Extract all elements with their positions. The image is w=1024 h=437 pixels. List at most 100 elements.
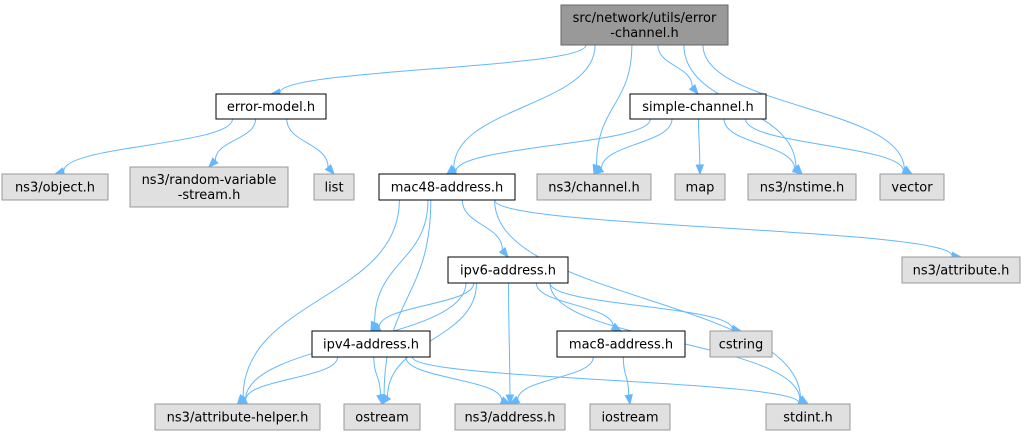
node-label: list	[324, 181, 343, 196]
node-box	[709, 330, 773, 358]
edge-mac48-to-ostream	[383, 199, 432, 396]
edge-simple_channel-to-vector	[745, 118, 904, 172]
edge-ipv4-to-stdint	[411, 356, 800, 404]
node-box	[129, 166, 289, 208]
edge-mac8-to-iostream	[622, 356, 630, 396]
node-label: vector	[891, 181, 933, 196]
node-label: ipv6-address.h	[460, 264, 556, 279]
node-ns3-random: ns3/random-variable-stream.h	[129, 166, 289, 208]
node-box	[560, 4, 729, 46]
node-label: stdint.h	[783, 411, 832, 426]
node-label: ns3/attribute.h	[913, 264, 1010, 279]
edge-mac48-to-ipv4	[374, 199, 429, 323]
node-box	[447, 256, 569, 284]
node-ostream: ostream	[343, 403, 421, 431]
node-box	[154, 403, 321, 431]
arrowhead-icon	[498, 246, 509, 259]
edge-mac48-to-stdint	[494, 199, 801, 400]
arrowhead-icon	[376, 393, 385, 406]
node-box	[1, 173, 109, 201]
node-box	[556, 330, 686, 358]
arrowhead-icon	[324, 164, 335, 176]
node-cstring: cstring	[709, 330, 773, 358]
edges-layer	[53, 44, 963, 408]
node-label: ns3/attribute-helper.h	[167, 411, 309, 426]
node-box	[343, 403, 421, 431]
edge-error_model-to-ns3_random	[214, 118, 256, 161]
node-ns3-object: ns3/object.h	[1, 173, 109, 201]
node-iostream: iostream	[589, 403, 671, 431]
node-label: mac48-address.h	[391, 181, 503, 196]
edge-ipv6-to-ns3_address	[508, 282, 511, 396]
edge-simple_channel-to-mac48	[455, 118, 651, 172]
node-label: -channel.h	[610, 26, 679, 41]
node-ns3-attribute: ns3/attribute.h	[901, 256, 1021, 284]
node-label: ns3/channel.h	[548, 181, 639, 196]
node-ns3-attr-helper: ns3/attribute-helper.h	[154, 403, 321, 431]
node-box	[215, 93, 327, 120]
arrowhead-icon	[695, 164, 705, 176]
arrowhead-icon	[208, 157, 219, 168]
node-stdint: stdint.h	[765, 403, 851, 431]
node-box	[765, 403, 851, 431]
edge-mac8-to-ns3_address	[517, 356, 594, 400]
edge-root-to-simple_channel	[657, 44, 693, 88]
arrowhead-icon	[791, 165, 804, 175]
node-label: -stream.h	[178, 188, 241, 203]
node-error-model[interactable]: error-model.h	[215, 93, 327, 120]
node-ipv6[interactable]: ipv6-address.h	[447, 256, 569, 284]
node-ns3-channel: ns3/channel.h	[536, 173, 652, 201]
node-box	[311, 330, 431, 358]
node-ns3-nstime: ns3/nstime.h	[747, 173, 857, 201]
node-label: ns3/address.h	[464, 411, 555, 426]
arrowhead-icon	[505, 394, 515, 406]
node-label: map	[686, 181, 715, 196]
node-label: ipv4-address.h	[323, 338, 419, 353]
node-ns3-address: ns3/address.h	[454, 403, 566, 431]
node-label: cstring	[719, 338, 763, 353]
edge-root-to-vector	[702, 44, 905, 170]
node-label: ns3/random-variable	[142, 173, 277, 188]
node-box	[589, 403, 671, 431]
edge-ipv6-to-cstring	[549, 282, 733, 329]
edge-error_model-to-list	[286, 118, 329, 168]
node-simple-channel[interactable]: simple-channel.h	[629, 93, 767, 120]
arrowhead-icon	[592, 165, 605, 175]
node-label: mac8-address.h	[569, 338, 673, 353]
edge-mac48-to-ipv6	[461, 199, 503, 251]
node-map: map	[674, 173, 726, 201]
node-label: ostream	[355, 411, 409, 426]
edge-simple_channel-to-map	[698, 118, 701, 166]
node-box	[378, 173, 516, 201]
node-box	[536, 173, 652, 201]
node-root[interactable]: src/network/utils/error-channel.h	[560, 4, 729, 46]
edge-mac48-to-ns3_attribute	[494, 199, 953, 257]
node-vector: vector	[879, 173, 945, 201]
edge-simple_channel-to-ns3_channel	[600, 118, 673, 169]
arrowhead-icon	[508, 395, 521, 405]
node-label: ns3/object.h	[15, 181, 95, 196]
node-box	[454, 403, 566, 431]
node-ipv4[interactable]: ipv4-address.h	[311, 330, 431, 358]
node-mac8[interactable]: mac8-address.h	[556, 330, 686, 358]
node-list: list	[313, 173, 355, 201]
edge-mac48-to-ns3_attr_helper	[242, 199, 400, 398]
nodes-layer: src/network/utils/error-channel.h error-m…	[1, 4, 1021, 431]
node-box	[747, 173, 857, 201]
node-box	[674, 173, 726, 201]
edge-simple_channel-to-ns3_nstime	[723, 118, 796, 169]
edge-ipv6-to-mac8	[535, 282, 614, 327]
edge-root-to-error_model	[279, 44, 587, 93]
edge-root-to-mac48	[453, 44, 596, 169]
node-box	[629, 93, 767, 120]
edge-ipv4-to-ns3_address	[405, 356, 503, 401]
edge-root-to-ns3_channel	[596, 44, 633, 166]
node-label: src/network/utils/error	[573, 11, 717, 26]
edge-ipv6-to-ipv4	[378, 282, 475, 328]
arrowhead-icon	[624, 394, 633, 406]
node-mac48[interactable]: mac48-address.h	[378, 173, 516, 201]
edge-ipv4-to-ns3_attr_helper	[245, 356, 339, 401]
node-box	[901, 256, 1021, 284]
edge-ipv6-to-ostream	[387, 282, 477, 397]
